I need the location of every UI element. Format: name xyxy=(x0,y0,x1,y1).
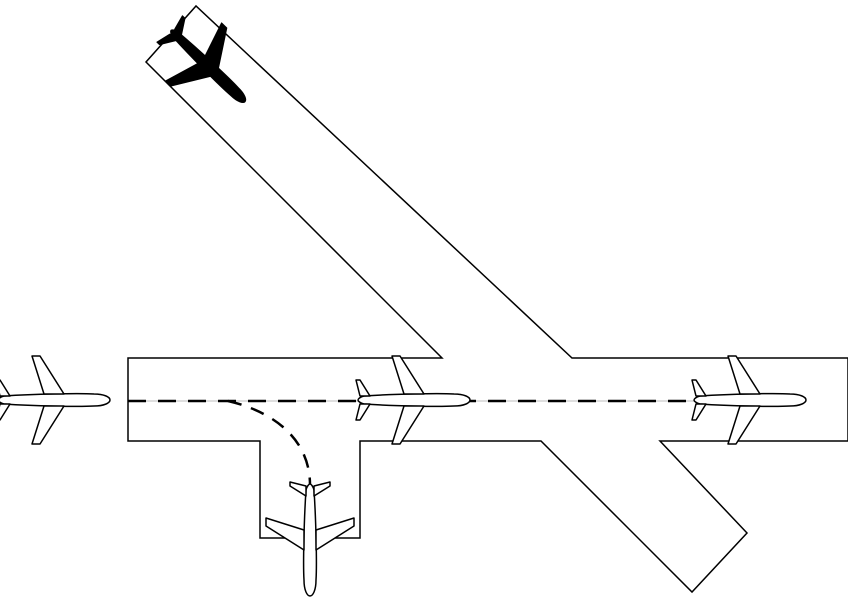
plane-approaching-left xyxy=(0,355,111,445)
